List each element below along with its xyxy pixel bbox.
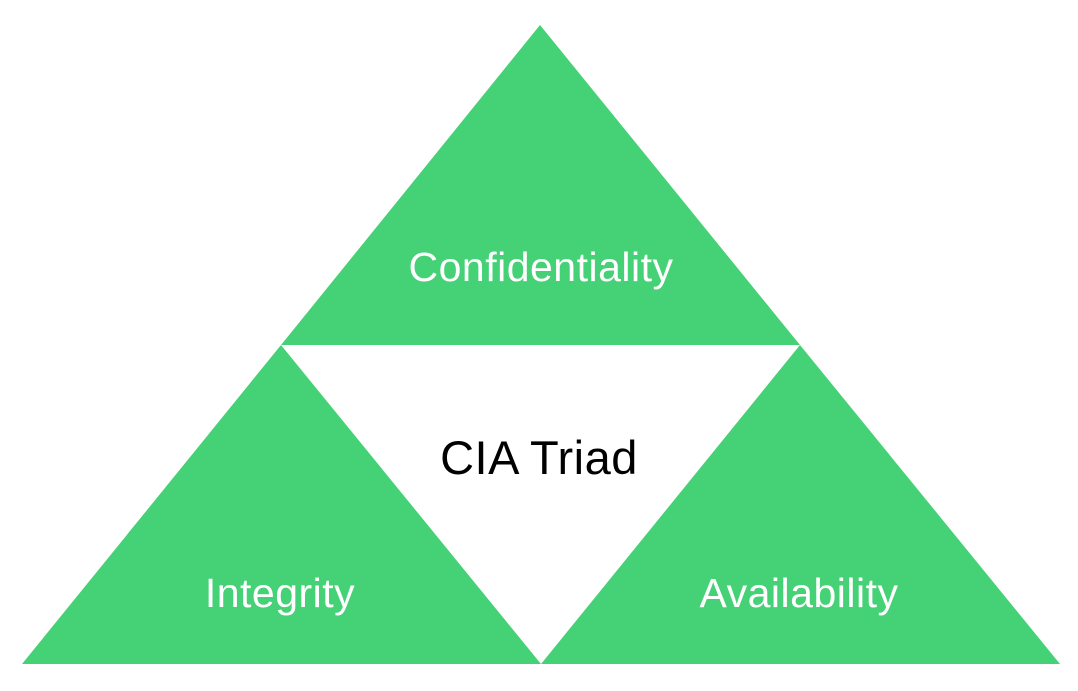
center-title-label: CIA Triad <box>440 431 638 484</box>
availability-label: Availability <box>700 570 899 616</box>
integrity-triangle <box>22 345 541 664</box>
confidentiality-label: Confidentiality <box>408 244 673 290</box>
integrity-label: Integrity <box>205 570 355 616</box>
availability-triangle <box>541 345 1060 664</box>
confidentiality-triangle <box>281 25 800 345</box>
